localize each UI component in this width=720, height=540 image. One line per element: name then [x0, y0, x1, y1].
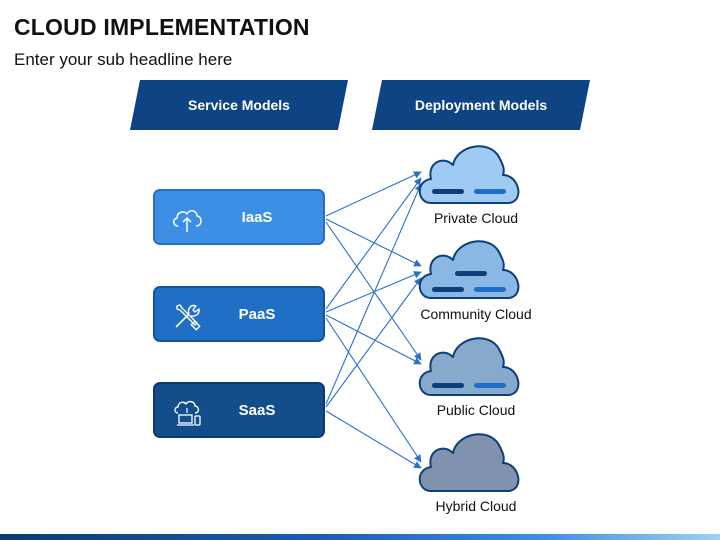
page-title: CLOUD IMPLEMENTATION [14, 14, 310, 40]
connector-iaas-private [325, 171, 422, 217]
deployment-models-header-label: Deployment Models [414, 97, 548, 113]
public-cloud-icon[interactable] [413, 327, 529, 399]
service-models-banner-shape [130, 80, 348, 130]
connector-iaas-public [325, 221, 422, 361]
service-model-paas[interactable]: PaaS [153, 286, 325, 342]
private-cloud-icon[interactable] [413, 135, 529, 207]
connector-saas-community [325, 277, 422, 408]
deployment-models-header: Deployment Models [372, 80, 590, 130]
page-subtitle: Enter your sub headline here [14, 50, 233, 69]
cloud-devices-icon [174, 400, 201, 426]
connector-saas-hybrid [325, 410, 422, 469]
service-model-label: IaaS [241, 208, 273, 226]
service-model-saas[interactable]: SaaS [153, 382, 325, 438]
deployment-label-community: Community Cloud [420, 306, 532, 322]
service-models-header: Service Models [130, 80, 348, 130]
deployment-label-public: Public Cloud [436, 402, 516, 418]
deployment-models-banner-shape [372, 80, 590, 130]
hybrid-cloud-icon[interactable] [413, 423, 529, 495]
connector-paas-hybrid [325, 317, 422, 463]
connector-paas-private [325, 177, 422, 310]
connector-paas-community [325, 271, 422, 313]
service-model-label: SaaS [238, 401, 276, 419]
connector-saas-private [325, 183, 422, 405]
deployment-label-private: Private Cloud [433, 210, 519, 226]
tools-icon [175, 304, 201, 331]
service-model-label: PaaS [238, 305, 276, 323]
connector-paas-public [325, 314, 422, 365]
connector-iaas-community [325, 218, 422, 267]
community-cloud-icon[interactable] [413, 230, 529, 302]
deployment-label-hybrid: Hybrid Cloud [435, 498, 517, 514]
cloud-upload-icon [173, 210, 202, 232]
service-models-header-label: Service Models [188, 97, 290, 113]
service-model-iaas[interactable]: IaaS [153, 189, 325, 245]
footer-accent-bar [0, 534, 720, 540]
